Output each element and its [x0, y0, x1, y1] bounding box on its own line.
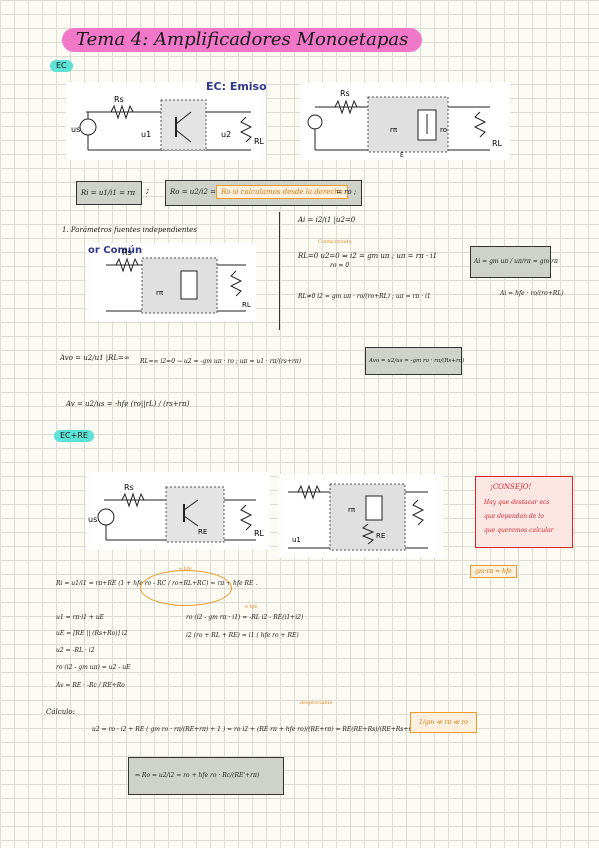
label-rs-3: Rs: [122, 248, 132, 257]
section-params: 1. Parámetros fuentes independientes: [62, 226, 197, 234]
eq-ai-result-box: Ai = gm uπ / uπ/rπ = gm rπ: [470, 246, 558, 278]
section-tag-ec: EC: [50, 60, 73, 72]
separator: ;: [146, 186, 150, 196]
eq-r1: ro (i2 - gm rπ · i1) = -RL i2 - RE(i1+i2…: [186, 614, 304, 621]
circuit-diagram-ec-re-model: rπ RE u1: [278, 474, 443, 558]
eq-ai: Ai = i2/i1 |u2=0: [298, 216, 356, 224]
label-rpi-5: rπ: [348, 506, 356, 514]
circuit-diagram-ec: EC: Emisor Común Rs us u1 u2 RL: [66, 80, 319, 160]
eq-ro-lhs: Ro = u2/i2 =: [170, 188, 216, 196]
eq-avo-mid: RL=∞ i2=0 → u2 = -gm uπ · ro ; uπ = u1 ·…: [140, 358, 302, 365]
eq-av2: Av = RE · -Rc / RE+Ro: [56, 682, 125, 689]
eq-ri-box: Ri = u1/i1 = rπ: [76, 181, 142, 205]
label-rs-2: Rs: [340, 89, 350, 98]
consejo-line2: que dependan de lo: [484, 513, 544, 520]
eq-rl-nonzero: RL≠0 i2 = gm uπ · ro/(ro+RL) ; uπ = rπ ·…: [298, 293, 431, 300]
circuit-heading: EC: Emisor Común: [206, 82, 266, 93]
note-despreciable: despreciable: [300, 700, 333, 706]
eq-calc: u2 = ro · i2 + RE ( gm ro · rπ/(RE+rπ) +…: [92, 726, 418, 733]
eq-ue: uE = [RE || (Rs+Ro)] i2: [56, 630, 128, 637]
calculo-label: Cálculo:: [46, 708, 76, 716]
label-rl-3: RL: [242, 301, 251, 309]
eq-ro-loop: ro (i2 - gm uπ) = u2 - uE: [56, 664, 131, 671]
note-cortocircuito: Cortocircuito: [318, 239, 352, 245]
eq-ro-note: Ro si calculamos desde la derecha: [216, 185, 349, 199]
label-rs-4: Rs: [124, 483, 134, 492]
eq-av: Av = u2/us = -hfe (ro||rL) / (rs+rπ): [66, 400, 190, 408]
approx-hfe: ≈ hfe: [178, 566, 192, 572]
label-us-4: us: [88, 515, 97, 524]
label-rl-4: RL: [254, 529, 265, 538]
eq-ro-box: Ro = u2/i2 = Ro si calculamos desde la d…: [165, 180, 362, 206]
highlight-circle: [140, 570, 232, 606]
label-us: us: [71, 125, 80, 134]
consejo-title: ¡CONSEJO!: [490, 483, 532, 491]
eq-ro-end: = ro ;: [336, 188, 357, 196]
label-e: E: [400, 152, 404, 159]
consejo-line1: Hay que destacar ecs: [484, 499, 550, 506]
circuit-diagram-inset: or Común Rs rπ RL: [86, 243, 256, 321]
eq-ro-zero: ro = 0: [330, 262, 350, 269]
circuit-diagram-ec-model: Rs rπ ro RL E: [300, 82, 510, 160]
eq-avo-lhs: Avo = u2/u1 |RL=∞: [60, 354, 130, 362]
label-re-4: RE: [198, 528, 207, 536]
eq-final-box: ⇒ Ro = u2/i2 ≈ ro + hfe ro · Rc/(RE'+rπ): [128, 757, 284, 795]
label-rl: RL: [254, 137, 265, 146]
label-u1: u1: [141, 130, 151, 139]
label-u1-5: u1: [292, 536, 301, 544]
vertical-divider: [279, 212, 280, 330]
eq-u1: u1 = rπ·i1 + uE: [56, 614, 105, 621]
eq-rl0: RL=0 u2=0 ⇒ i2 = gm uπ ; uπ = rπ · i1: [298, 252, 438, 260]
label-rs: Rs: [114, 95, 124, 104]
eq-ai-result2: Ai = hfe · ro/(ro+RL): [500, 290, 564, 297]
inset-heading: or Común: [88, 244, 142, 256]
eq-u2: u2 = -RL · i2: [56, 647, 95, 654]
eq-r2: i2 (ro + RL + RE) = i1 ( hfe ro + RE): [186, 632, 299, 639]
circuit-diagram-ec-re: Rs us RE RL: [86, 472, 270, 550]
gm-note: gm·rπ = hfe: [470, 565, 517, 578]
page-title: Tema 4: Amplificadores Monoetapas: [62, 28, 423, 52]
consejo-box: ¡CONSEJO! Hay que destacar ecs que depen…: [475, 476, 573, 548]
label-rl-2: RL: [492, 139, 503, 148]
approx-hfe2: ≈ hfe: [244, 604, 258, 610]
label-re-5: RE: [376, 532, 385, 540]
consejo-line3: que queremos calcular: [484, 527, 554, 534]
eq-avo-box: Avo = u2/us = -gm ro · rπ/(Rs+rπ): [365, 347, 464, 375]
label-rpi-3: rπ: [156, 289, 164, 297]
label-rpi: rπ: [390, 126, 398, 134]
label-u2: u2: [221, 130, 231, 139]
section-tag-ec-re: EC+RE: [54, 430, 94, 442]
eq-calc-note: 1/gm ≪ rπ ≪ ro: [410, 712, 477, 733]
label-ro: ro: [440, 126, 447, 134]
